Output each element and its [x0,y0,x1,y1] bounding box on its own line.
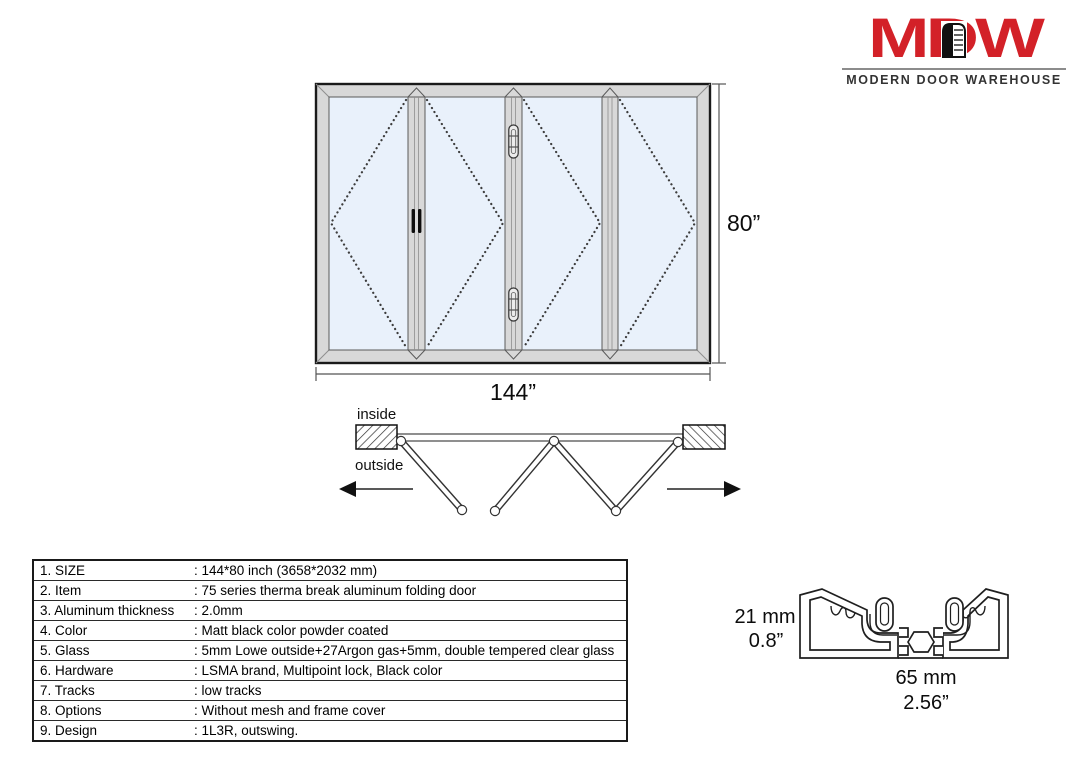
track-profile-drawing: 21 mm 0.8” 65 mm 2.56” [734,588,1009,714]
profile-detail-curls [830,605,986,636]
glass-panel-2 [424,96,506,351]
right-wall-block [682,424,726,450]
table-row: 9. Design : 1L3R, outswing. [33,721,627,742]
spec-label: 7. Tracks [33,680,188,701]
table-row: 5. Glass : 5mm Lowe outside+27Argon gas+… [33,640,627,661]
swing-line-panel-3 [522,98,602,349]
spec-value: : Matt black color powder coated [188,620,627,641]
spec-label: 1. SIZE [33,560,188,581]
brand-row: MDW [842,10,1066,66]
table-row: 3. Aluminum thickness : 2.0mm [33,600,627,621]
open-left-arrow-icon [339,481,413,497]
glass-panels [328,96,698,351]
profile-width-in-label: 2.56” [903,692,949,714]
door-elevation-drawing: 80” 144” [314,82,760,405]
table-row: 1. SIZE : 144*80 inch (3658*2032 mm) [33,560,627,581]
open-right-arrow-icon [667,481,741,497]
profile-height-mm-label: 21 mm [734,606,795,628]
spec-value: : 144*80 inch (3658*2032 mm) [188,560,627,581]
mullion-1 [406,87,427,360]
spec-label: 4. Color [33,620,188,641]
width-dimension-line [315,367,711,381]
spec-label: 9. Design [40,723,98,738]
folding-plan-diagram: inside outside [339,406,741,517]
mdw-logo: MDW MODERN DOOR WAREHOUSE [842,10,1066,87]
door-icon [941,21,967,59]
logo-divider [842,68,1066,70]
table-row: 6. Hardware : LSMA brand, Multipoint loc… [33,660,627,681]
spec-value: : 2.0mm [188,600,627,621]
table-row: 8. Options : Without mesh and frame cove… [33,700,627,721]
profile-height-in-label: 0.8” [749,630,783,652]
pivot-points [395,435,684,517]
mullion-3 [600,87,620,360]
hinge-icon-bottom [508,287,519,322]
spec-table: 1. SIZE : 144*80 inch (3658*2032 mm) 2. … [32,559,628,742]
table-row: 2. Item : 75 series therma break aluminu… [33,580,627,601]
spec-label: 6. Hardware [33,660,188,681]
glass-panel-4 [617,96,698,351]
spec-label: 3. Aluminum thickness [33,600,188,621]
mullions [406,87,620,360]
inside-label: inside [357,406,396,423]
profile-outline [799,588,1009,659]
outside-label: outside [355,457,403,474]
spec-label: 8. Options [33,700,188,721]
height-dimension-label: 80” [727,210,760,236]
swing-line-panel-2 [425,98,505,349]
folding-panels [395,435,684,517]
spec-value: : LSMA brand, Multipoint lock, Black col… [188,660,627,681]
hex-nut [907,631,935,653]
spec-value: : 1L3R, outswing. [194,723,299,738]
frame-mitre-lines [315,83,711,364]
spec-label: 2. Item [33,580,188,601]
left-wall-block [355,424,398,450]
logo-tagline: MODERN DOOR WAREHOUSE [846,73,1062,87]
spec-label: 5. Glass [33,640,188,661]
width-dimension-label: 144” [490,379,536,405]
roller-wheels [875,597,964,632]
handle-icon [411,209,422,233]
glass-panel-1 [328,96,409,351]
swing-line-panel-4 [618,98,697,349]
spec-value: : low tracks [188,680,627,701]
track-line [396,433,684,442]
profile-width-mm-label: 65 mm [895,667,956,689]
hinge-icon-top [508,124,519,159]
swing-direction-dotted-lines [329,98,697,349]
height-dimension-line [712,83,726,364]
table-row: 4. Color : Matt black color powder coate… [33,620,627,641]
swing-line-panel-1 [329,98,408,349]
table-row: 7. Tracks : low tracks [33,680,627,701]
spec-value: : Without mesh and frame cover [188,700,627,721]
glass-panel-3 [521,96,603,351]
spec-value: : 75 series therma break aluminum foldin… [188,580,627,601]
spec-value: : 5mm Lowe outside+27Argon gas+5mm, doub… [188,640,627,661]
